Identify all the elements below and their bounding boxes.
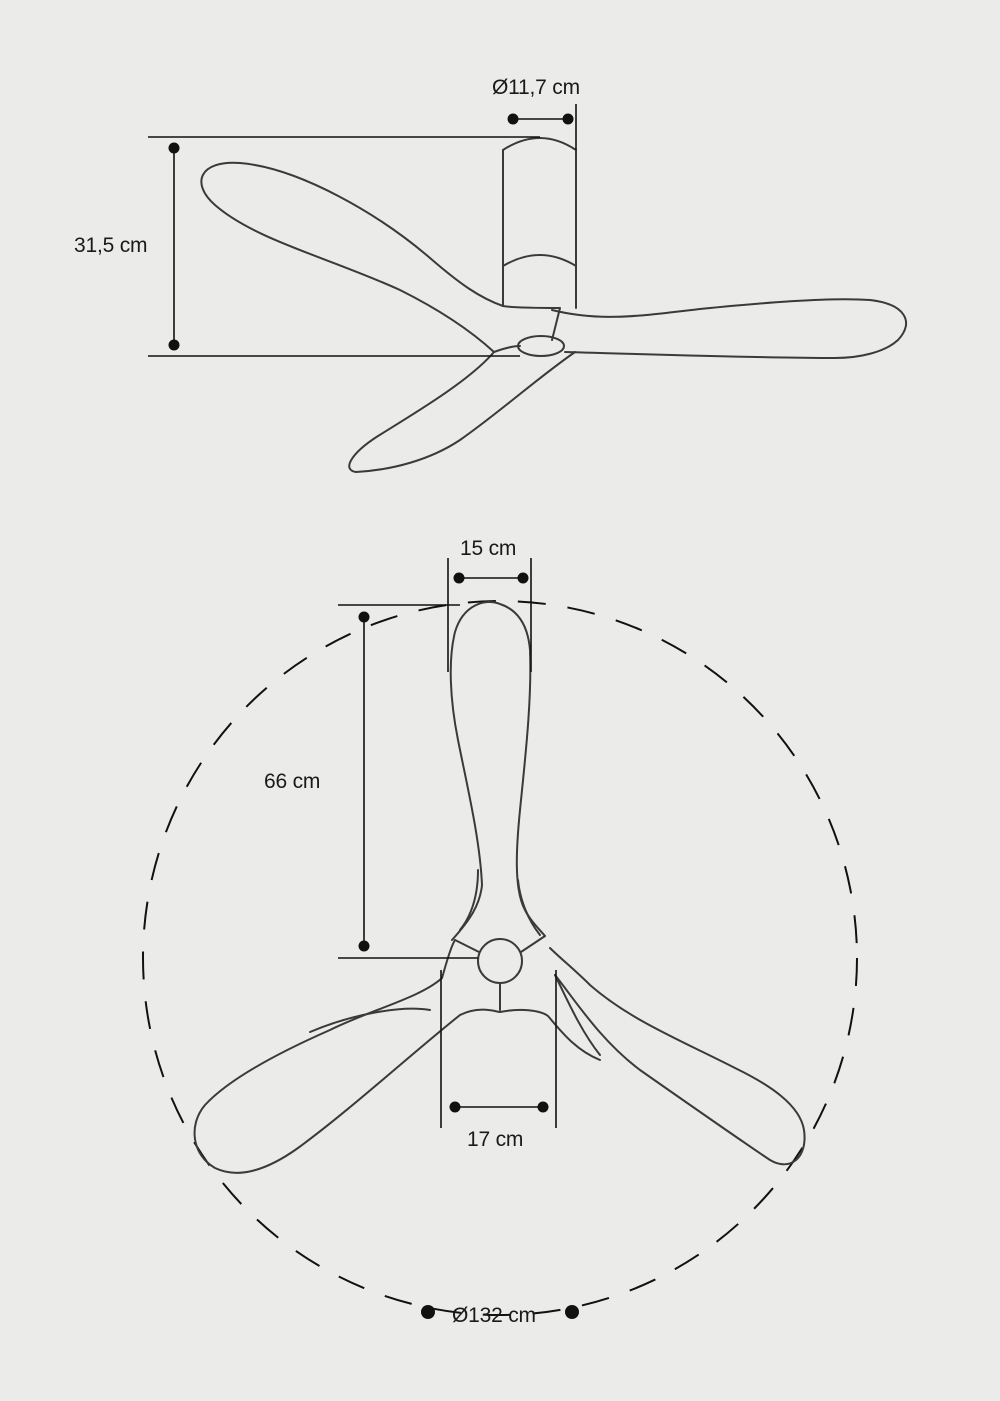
side-view xyxy=(148,104,908,473)
height-label: 31,5 cm xyxy=(74,234,148,257)
top-blade-up xyxy=(449,601,546,941)
side-blade-right xyxy=(551,298,908,359)
motor-housing xyxy=(502,137,577,309)
sweep-circle xyxy=(142,600,858,1316)
total-diameter-label: Ø132 cm xyxy=(452,1304,536,1327)
blade-width-dimension xyxy=(447,558,532,672)
blade-width-label: 15 cm xyxy=(460,537,517,560)
height-dimension xyxy=(148,136,540,357)
hub-width-dimension xyxy=(440,970,557,1128)
total-diameter-dimension xyxy=(421,1305,579,1319)
top-blade-left xyxy=(193,977,501,1174)
top-hub xyxy=(477,938,523,984)
hub-diameter-dimension xyxy=(507,104,577,150)
hub-connector xyxy=(502,305,561,341)
blade-length-label: 66 cm xyxy=(264,770,321,793)
hub-cap xyxy=(517,335,565,357)
side-blade-front xyxy=(348,351,576,473)
blade-length-dimension xyxy=(338,604,478,959)
top-view xyxy=(142,558,858,1319)
hub-diameter-label: Ø11,7 cm xyxy=(492,76,580,99)
side-blade-left xyxy=(200,161,504,353)
hub-width-label: 17 cm xyxy=(467,1128,524,1151)
top-blade-right xyxy=(549,947,806,1166)
